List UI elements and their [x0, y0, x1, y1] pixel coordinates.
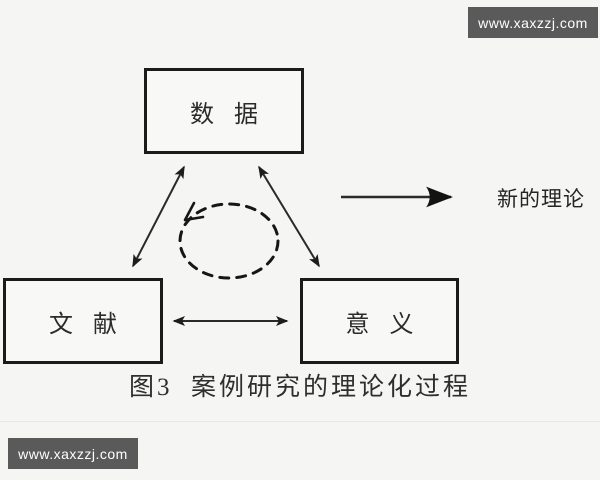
dashed-cycle-icon	[178, 202, 280, 280]
double-arrow-data-meaning	[258, 165, 320, 268]
node-literature-label: 文 献	[49, 311, 124, 338]
double-arrow-data-literature	[132, 165, 185, 268]
node-meaning-label: 意 义	[345, 311, 421, 338]
new-theory-label: 新的理论	[497, 187, 585, 211]
node-meaning-box: 意 义	[300, 278, 459, 364]
dashed-cycle-arrowhead-icon	[183, 201, 205, 222]
watermark-bottom-left: www.xaxzzj.com	[8, 438, 138, 469]
node-data-box: 数 据	[144, 68, 304, 154]
watermark-top-right: www.xaxzzj.com	[468, 7, 598, 38]
node-literature-box: 文 献	[3, 278, 163, 364]
figure-bottom-edge	[0, 421, 600, 422]
node-data-label: 数 据	[190, 101, 265, 128]
figure-caption: 图3 案例研究的理论化过程	[128, 374, 471, 401]
